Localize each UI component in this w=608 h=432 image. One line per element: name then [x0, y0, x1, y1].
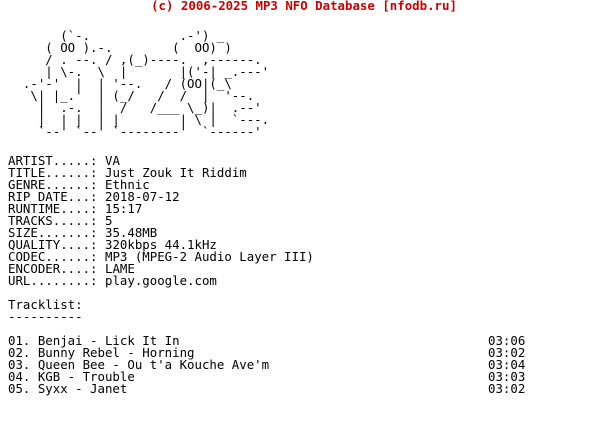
art-line: ( OO ).-. ( OO) ) — [8, 40, 232, 55]
art-line: / . --. / ,(_)----. ,------. — [8, 52, 262, 67]
tracklist-rule: ---------- — [8, 309, 83, 324]
field-label: TRACKS.....: — [8, 213, 98, 228]
field-label: RUNTIME....: — [8, 201, 98, 216]
art-line: .-'-' | | '--. / (OO|(_\ — [8, 76, 232, 91]
field-value: LAME — [105, 261, 135, 276]
field-value: Just Zouk It Riddim — [105, 165, 247, 180]
field-value: VA — [105, 153, 120, 168]
info-row-codec: CODEC......: MP3 (MPEG-2 Audio Layer III… — [8, 249, 568, 264]
field-label: CODEC......: — [8, 249, 98, 264]
art-line: | .-. | / /___ \_)| .--' — [8, 100, 262, 115]
track-row: 01. Benjai - Lick It In 03:06 — [8, 333, 568, 348]
info-row-genre: GENRE......: Ethnic — [8, 177, 568, 192]
info-row-url: URL........: play.google.com — [8, 273, 568, 288]
ascii-art-logo: (`-. .-') _ ( OO ).-. ( OO) ) / . --. / … — [8, 28, 270, 139]
art-line: `--' `--' `--------' `------' — [8, 124, 262, 139]
track-row: 02. Bunny Rebel - Horning 03:02 — [8, 345, 568, 360]
field-value: 320kbps 44.1kHz — [105, 237, 217, 252]
field-value: 5 — [105, 213, 113, 228]
track-row: 04. KGB - Trouble 03:03 — [8, 369, 568, 384]
field-value: Ethnic — [105, 177, 150, 192]
info-row-tracks: TRACKS.....: 5 — [8, 213, 568, 228]
field-label: ARTIST.....: — [8, 153, 98, 168]
field-label: QUALITY....: — [8, 237, 98, 252]
field-value: MP3 (MPEG-2 Audio Layer III) — [105, 249, 314, 264]
art-line: \| |_.' | (_/ / / | '--. — [8, 88, 255, 103]
track-name: 02. Bunny Rebel - Horning — [8, 345, 195, 360]
info-row-encoder: ENCODER....: LAME — [8, 261, 568, 276]
track-name: 04. KGB - Trouble — [8, 369, 135, 384]
field-label: TITLE......: — [8, 165, 98, 180]
site-header: (c) 2006-2025 MP3 NFO Database [nfodb.ru… — [151, 0, 457, 13]
release-info: ARTIST.....: VA TITLE......: Just Zouk I… — [8, 153, 568, 396]
track-time: 03:04 — [488, 357, 526, 372]
track-row: 05. Syxx - Janet 03:02 — [8, 381, 568, 396]
track-name: 01. Benjai - Lick It In — [8, 333, 180, 348]
field-label: GENRE......: — [8, 177, 98, 192]
field-label: RIP DATE...: — [8, 189, 98, 204]
field-label: SIZE.......: — [8, 225, 98, 240]
info-row-quality: QUALITY....: 320kbps 44.1kHz — [8, 237, 568, 252]
field-value: 35.48MB — [105, 225, 158, 240]
info-row-runtime: RUNTIME....: 15:17 — [8, 201, 568, 216]
field-value: 15:17 — [105, 201, 143, 216]
track-time: 03:02 — [488, 345, 526, 360]
spacer — [8, 287, 568, 299]
field-label: ENCODER....: — [8, 261, 98, 276]
info-row-size: SIZE.......: 35.48MB — [8, 225, 568, 240]
track-time: 03:02 — [488, 381, 526, 396]
art-line: (`-. .-') _ — [8, 28, 225, 43]
track-name: 05. Syxx - Janet — [8, 381, 128, 396]
info-row-rip-date: RIP DATE...: 2018-07-12 — [8, 189, 568, 204]
track-name: 03. Queen Bee - Ou t'a Kouche Ave'm — [8, 357, 270, 372]
track-row: 03. Queen Bee - Ou t'a Kouche Ave'm 03:04 — [8, 357, 568, 372]
field-value: 2018-07-12 — [105, 189, 180, 204]
track-time: 03:03 — [488, 369, 526, 384]
track-time: 03:06 — [488, 333, 526, 348]
art-line: | \-. \ | |('-| _.---' — [8, 64, 270, 79]
info-row-title: TITLE......: Just Zouk It Riddim — [8, 165, 568, 180]
info-row-artist: ARTIST.....: VA — [8, 153, 568, 168]
tracklist-heading: Tracklist: — [8, 297, 83, 312]
art-line: | | | | | | \ | `---. — [8, 112, 270, 127]
field-value: play.google.com — [105, 273, 217, 288]
field-label: URL........: — [8, 273, 98, 288]
